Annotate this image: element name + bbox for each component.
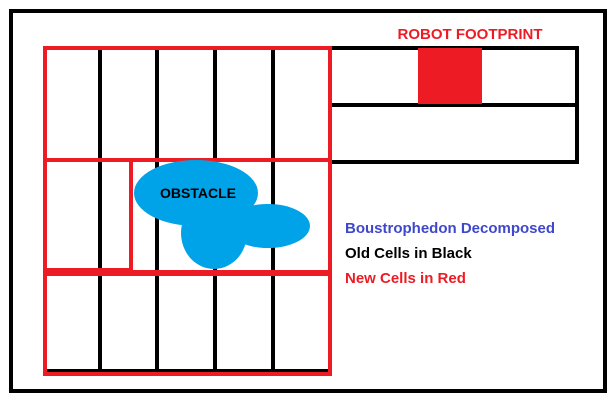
new-cell-middle-left xyxy=(43,158,133,272)
robot-footprint-label: ROBOT FOOTPRINT xyxy=(398,26,543,43)
new-cells-red xyxy=(43,46,332,376)
old-cell-lower-right xyxy=(328,103,579,164)
obstacle xyxy=(134,160,310,269)
legend-new-cells: New Cells in Red xyxy=(345,270,466,287)
outer-frame xyxy=(9,9,607,393)
obstacle-label: OBSTACLE xyxy=(160,185,236,201)
obstacle-blob xyxy=(226,204,310,248)
legend-old-cells: Old Cells in Black xyxy=(345,245,472,262)
new-cell-top xyxy=(43,46,332,162)
obstacle-blob xyxy=(181,197,247,269)
legend-title: Boustrophedon Decomposed xyxy=(345,220,555,237)
new-cell-bottom xyxy=(43,272,332,376)
robot-footprint xyxy=(418,48,482,104)
